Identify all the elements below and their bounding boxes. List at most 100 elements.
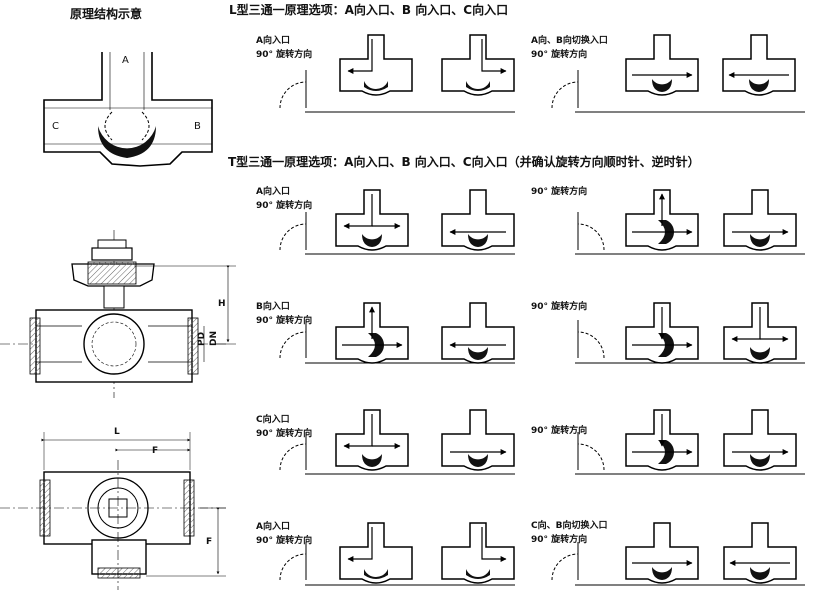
rotation-mark: [279, 320, 307, 359]
valve-icon: [335, 189, 409, 251]
valve-ball-segment: [468, 347, 488, 360]
t-row1-right-rotation-label: 90° 旋转方向: [531, 187, 588, 197]
valve-body: [722, 34, 796, 96]
valve-body: [625, 522, 699, 584]
t-row1-left-rotation-label: 90° 旋转方向: [256, 201, 313, 211]
t-row3-left-inlet-label: C向入口: [256, 415, 290, 425]
dimension-h: H: [218, 299, 226, 309]
rotation-mark: [279, 542, 307, 581]
valve-body: [723, 409, 797, 471]
valve-ball-segment: [466, 569, 490, 579]
valve-ball-segment: [652, 567, 672, 580]
valve-top-view: [0, 432, 228, 590]
valve-icon: [335, 409, 409, 471]
valve-body: [441, 302, 515, 364]
valve-ball-segment: [364, 569, 388, 579]
t-row2-left-rotation-label: 90° 旋转方向: [256, 316, 313, 326]
rotation-arc: [577, 223, 605, 251]
schematic-title: 原理结构示意: [70, 7, 143, 21]
t-row3-right-rotation-label: 90° 旋转方向: [531, 426, 588, 436]
rotation-mark: [577, 432, 605, 471]
group-baselines: [305, 111, 805, 586]
valve-icon: [441, 302, 515, 364]
dimension-pd: PD: [197, 331, 207, 346]
valve-ball-segment: [468, 234, 488, 247]
l-right-inlet-label: A向、B向切换入口: [531, 36, 608, 46]
port-b-label: B: [194, 121, 201, 132]
valve-icon: [335, 302, 409, 364]
valve-icon: [441, 409, 515, 471]
valve-icon: [625, 189, 699, 251]
valve-ball-segment: [750, 454, 770, 467]
t-row4-left-rotation-label: 90° 旋转方向: [256, 536, 313, 546]
t-row2-right-rotation-label: 90° 旋转方向: [531, 302, 588, 312]
valve-icon: [441, 34, 515, 96]
dimension-dn: DN: [209, 330, 219, 346]
valve-body: [625, 34, 699, 96]
t-type-title: T型三通一原理选项：A向入口、B 向入口、C向入口（并确认旋转方向顺时针、逆时针…: [228, 155, 700, 169]
valve-icon: [722, 34, 796, 96]
valve-icon: [625, 34, 699, 96]
rotation-arc: [577, 443, 605, 471]
valve-icon: [625, 409, 699, 471]
flow-arrow: [481, 39, 507, 74]
rotation-arc: [279, 443, 307, 471]
t-row4-right-rotation-label: 90° 旋转方向: [531, 535, 588, 545]
flow-arrow: [347, 527, 373, 562]
rotation-arc: [279, 81, 307, 109]
rotation-arc: [577, 331, 605, 359]
valve-ball-segment: [362, 234, 382, 247]
l-left-rotation-label: 90° 旋转方向: [256, 50, 313, 60]
valve-icon: [339, 522, 413, 584]
valve-body: [723, 522, 797, 584]
rotation-arc: [551, 81, 579, 109]
dimension-l: L: [114, 427, 120, 437]
valve-ball-segment: [750, 567, 770, 580]
valve-ball-segment: [364, 81, 388, 91]
valve-ball-segment: [750, 234, 770, 247]
valve-body: [339, 522, 413, 584]
dimension-f-top: F: [152, 446, 159, 456]
valve-body: [441, 189, 515, 251]
rotation-mark: [279, 70, 307, 109]
flow-arrow: [347, 39, 373, 74]
valve-ball-segment: [750, 347, 770, 360]
valve-icon: [441, 189, 515, 251]
valve-icons: [335, 34, 797, 584]
rotation-mark: [577, 212, 605, 251]
rotation-mark: [551, 70, 579, 109]
t-row1-left-inlet-label: A向入口: [256, 187, 290, 197]
port-a-label: A: [122, 55, 129, 66]
t-row3-left-rotation-label: 90° 旋转方向: [256, 429, 313, 439]
rotation-arc: [551, 553, 579, 581]
valve-icon: [441, 522, 515, 584]
rotation-mark: [577, 320, 605, 359]
principle-schematic: [43, 52, 213, 167]
valve-ball-segment: [749, 79, 769, 92]
rotation-mark: [279, 212, 307, 251]
valve-icon: [723, 189, 797, 251]
valve-icon: [625, 522, 699, 584]
valve-body: [723, 189, 797, 251]
valve-icon: [723, 522, 797, 584]
rotation-mark: [279, 432, 307, 471]
valve-body: [441, 34, 515, 96]
rotation-arc: [279, 553, 307, 581]
l-left-inlet-label: A向入口: [256, 36, 290, 46]
flow-arrow: [481, 527, 507, 562]
t-row4-right-inlet-label: C向、B向切换入口: [531, 521, 608, 531]
rotation-marks: [279, 70, 605, 581]
valve-body: [441, 409, 515, 471]
rotation-arc: [279, 331, 307, 359]
valve-ball-segment: [652, 79, 672, 92]
valve-icon: [723, 409, 797, 471]
valve-ball-segment: [468, 454, 488, 467]
t-row4-left-inlet-label: A向入口: [256, 522, 290, 532]
valve-body: [441, 522, 515, 584]
valve-body: [339, 34, 413, 96]
valve-icon: [625, 302, 699, 364]
valve-side-view: [0, 230, 236, 398]
valve-ball-segment: [362, 454, 382, 467]
rotation-mark: [551, 542, 579, 581]
